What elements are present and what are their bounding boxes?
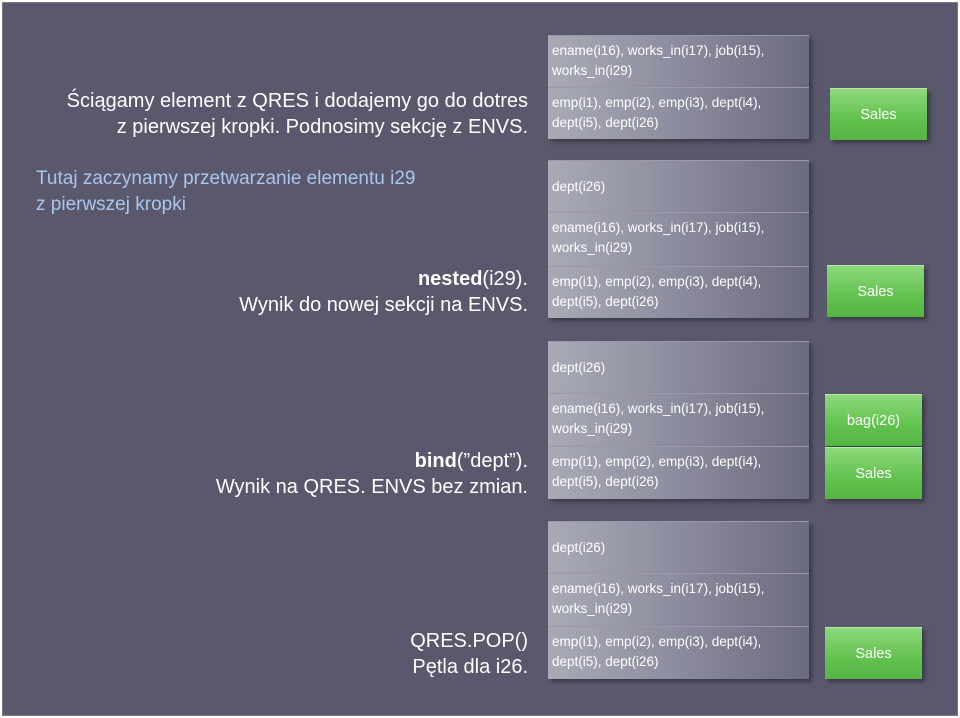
caption-line: Wynik do nowej sekcji na ENVS. [239,294,528,316]
envs-section: ename(i16), works_in(i17), job(i15), wor… [548,212,809,266]
caption-line: Pętla dla i26. [412,656,528,678]
envs-section: emp(i1), emp(i2), emp(i3), dept(i4), dep… [548,266,809,318]
envs-section: ename(i16), works_in(i17), job(i15), wor… [548,573,809,626]
envs-stack-1: ename(i16), works_in(i17), job(i15), wor… [548,35,809,139]
caption-line: QRES.POP() [410,630,528,652]
caption-line: nested(i29). [40,266,528,292]
envs-stack-3: dept(i26) ename(i16), works_in(i17), job… [548,341,809,499]
envs-section: ename(i16), works_in(i17), job(i15), wor… [548,35,809,87]
qres-item: Sales [827,265,924,317]
caption-keyword: bind [414,450,457,472]
envs-stack-2: dept(i26) ename(i16), works_in(i17), job… [548,160,809,318]
caption-args: (i29). [482,268,528,290]
envs-section: emp(i1), emp(i2), emp(i3), dept(i4), dep… [548,87,809,139]
envs-section: emp(i1), emp(i2), emp(i3), dept(i4), dep… [548,626,809,679]
panel2-caption: nested(i29). Wynik do nowej sekcji na EN… [40,266,528,318]
qres-item: bag(i26) [825,394,922,446]
panel1-note: Tutaj zaczynamy przetwarzanie elementu i… [36,166,496,218]
envs-section: dept(i26) [548,160,809,212]
qres-item: Sales [825,447,922,499]
caption-line: Ściągamy element z QRES i dodajemy go do… [66,90,528,112]
note-line: z pierwszej kropki [36,194,186,215]
caption-keyword: nested [417,268,483,290]
envs-section: dept(i26) [548,341,809,393]
qres-item: Sales [825,627,922,679]
panel1-caption: Ściągamy element z QRES i dodajemy go do… [40,88,528,140]
panel4-caption: QRES.POP() Pętla dla i26. [40,628,528,680]
panel3-caption: bind(”dept”). Wynik na QRES. ENVS bez zm… [40,448,528,500]
envs-stack-4: dept(i26) ename(i16), works_in(i17), job… [548,521,809,679]
envs-section: ename(i16), works_in(i17), job(i15), wor… [548,393,809,446]
caption-line: z pierwszej kropki. Podnosimy sekcję z E… [116,116,528,138]
caption-line: Wynik na QRES. ENVS bez zmian. [215,476,528,498]
qres-item: Sales [830,88,927,140]
note-line: Tutaj zaczynamy przetwarzanie elementu i… [36,168,416,189]
envs-section: dept(i26) [548,521,809,573]
envs-section: emp(i1), emp(i2), emp(i3), dept(i4), dep… [548,446,809,499]
caption-line: bind(”dept”). [40,448,528,474]
caption-args: (”dept”). [456,450,528,472]
